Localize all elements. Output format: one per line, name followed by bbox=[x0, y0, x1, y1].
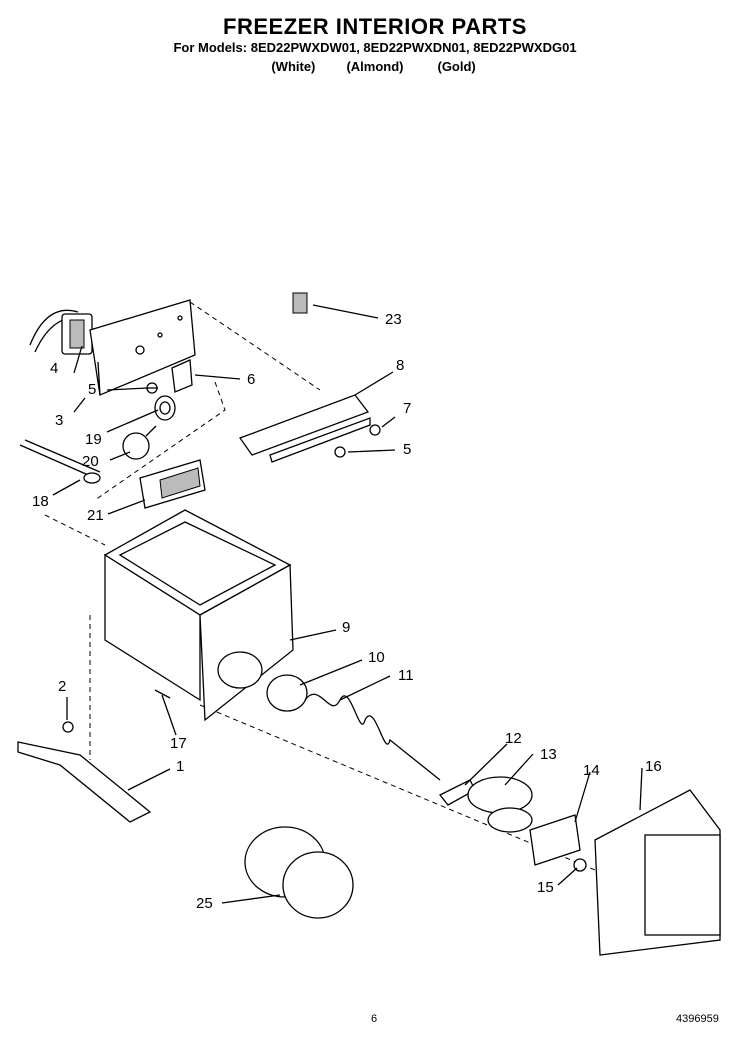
document-number: 4396959 bbox=[676, 1013, 719, 1025]
front-cover-part bbox=[594, 789, 721, 956]
callout-1: 1 bbox=[176, 758, 184, 775]
callout-2: 2 bbox=[58, 678, 66, 695]
cover-part bbox=[238, 394, 371, 463]
light-socket-part bbox=[154, 395, 176, 421]
crusher-part bbox=[467, 776, 533, 833]
callout-15: 15 bbox=[537, 879, 554, 896]
auger-spring-part bbox=[304, 693, 441, 781]
callout-21: 21 bbox=[87, 507, 104, 524]
callout-4: 4 bbox=[50, 360, 58, 377]
assembly-line bbox=[44, 514, 106, 546]
callout-11: 11 bbox=[398, 667, 414, 684]
page-title: FREEZER INTERIOR PARTS bbox=[223, 14, 527, 39]
callout-6: 6 bbox=[247, 371, 255, 388]
callout-19: 19 bbox=[85, 431, 102, 448]
variant-white: (White) bbox=[271, 59, 316, 74]
motor-part bbox=[29, 309, 93, 355]
screw-part bbox=[62, 721, 74, 733]
bracket-part bbox=[529, 814, 581, 866]
leader-lines bbox=[52, 304, 643, 904]
callout-8: 8 bbox=[396, 357, 404, 374]
model-list: For Models: 8ED22PWXDW01, 8ED22PWXDN01, … bbox=[173, 40, 577, 55]
variant-gold: (Gold) bbox=[437, 59, 476, 74]
callout-20: 20 bbox=[82, 453, 99, 470]
callout-25: 25 bbox=[196, 895, 213, 912]
small-clip-part bbox=[292, 292, 308, 314]
light-shield-part bbox=[139, 459, 206, 509]
callout-23: 23 bbox=[385, 311, 402, 328]
screw-part bbox=[334, 424, 381, 458]
callout-18: 18 bbox=[32, 493, 49, 510]
bracket-plate-part bbox=[89, 299, 196, 396]
callout-3: 3 bbox=[55, 412, 63, 429]
color-variants: (White) (Almond) (Gold) bbox=[0, 59, 750, 74]
wire-harness-part bbox=[19, 439, 101, 484]
light-bulb-part bbox=[122, 425, 157, 460]
callout-7: 7 bbox=[403, 400, 411, 417]
ice-bucket-part bbox=[103, 509, 294, 722]
callout-5: 5 bbox=[88, 381, 96, 398]
drum-part bbox=[244, 826, 354, 919]
callout-9: 9 bbox=[342, 619, 350, 636]
rail-part bbox=[17, 741, 152, 823]
bushing-part bbox=[266, 674, 308, 712]
assembly-line bbox=[94, 381, 226, 501]
callout-13: 13 bbox=[540, 746, 557, 763]
callout-16: 16 bbox=[645, 758, 662, 775]
callout-12: 12 bbox=[505, 730, 522, 747]
variant-almond: (Almond) bbox=[346, 59, 404, 74]
callout-17: 17 bbox=[170, 735, 187, 752]
clip-part bbox=[171, 359, 193, 393]
callout-5: 5 bbox=[403, 441, 411, 458]
callout-14: 14 bbox=[583, 762, 600, 779]
callout-10: 10 bbox=[368, 649, 385, 666]
fastener-part bbox=[154, 689, 171, 699]
page-number: 6 bbox=[371, 1013, 378, 1025]
assembly-line bbox=[189, 301, 321, 391]
